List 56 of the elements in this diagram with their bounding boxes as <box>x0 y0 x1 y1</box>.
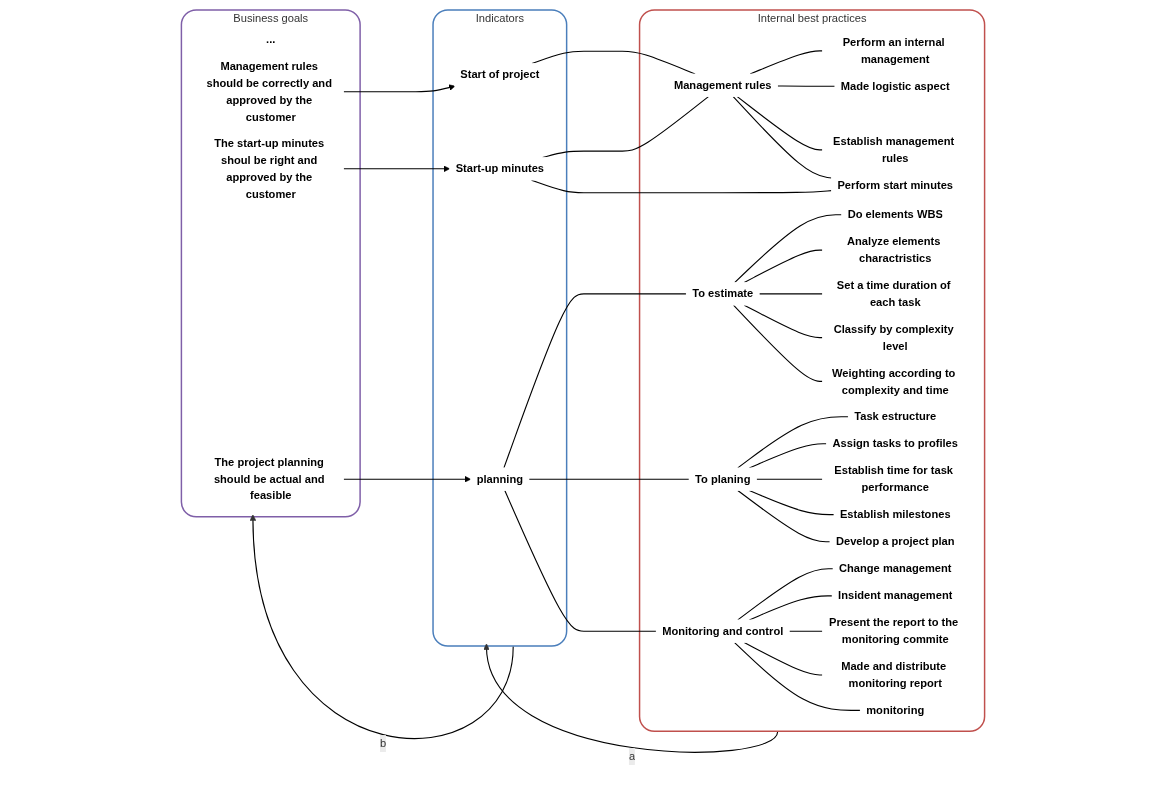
node-text: Develop a project plan <box>835 534 955 548</box>
connector <box>737 489 831 543</box>
connector <box>743 642 824 676</box>
node-text: The project planning should be actual and feasible <box>213 455 325 502</box>
node-text: The start-up minutes shoul be right and approved by the customer <box>214 136 325 200</box>
connector <box>776 85 836 87</box>
node-text: Do elements WBS <box>847 207 943 221</box>
connector <box>528 478 690 480</box>
arrow <box>342 84 456 93</box>
connector <box>737 568 834 621</box>
node-text: Made logistic aspect <box>840 79 950 93</box>
connector <box>748 489 835 516</box>
connector <box>734 642 861 711</box>
node-text: monitoring <box>866 703 925 717</box>
node-text: Made and distribute monitoring report <box>841 659 947 690</box>
connector <box>788 630 824 632</box>
node-text: Assign tasks to profiles <box>832 436 958 450</box>
node-text: Perform an internal management <box>842 35 945 65</box>
node-text: Start-up minutes <box>455 161 545 175</box>
node-text: Perform start minutes <box>837 178 954 192</box>
arrow <box>342 475 472 483</box>
connector <box>743 249 824 284</box>
connector <box>504 489 657 632</box>
node-text: Insident management <box>838 588 953 602</box>
node-text: Weighting according to complexity and time <box>832 366 956 396</box>
node-text: Establish time for task performance <box>834 464 954 494</box>
node-text: planning <box>476 472 524 485</box>
arrow <box>483 643 779 753</box>
node-text: Management rules should be correctly and approved by the customer <box>206 59 332 123</box>
node-text: ... <box>266 32 276 46</box>
node-text: Present the report to the monitoring commite <box>829 616 959 646</box>
node-text: Start of project <box>460 67 540 81</box>
connector <box>755 478 824 480</box>
node-text: Management rules <box>673 78 772 92</box>
connector <box>734 214 843 284</box>
node-text: Analyze elements charactristics <box>847 234 941 265</box>
arrow <box>342 165 450 173</box>
node-text: Establish milestones <box>839 507 951 521</box>
node-text: Establish management rules <box>833 134 955 164</box>
node-text: Change management <box>839 561 952 575</box>
connector <box>743 304 824 339</box>
connector <box>736 96 824 151</box>
connector <box>737 416 849 469</box>
connector <box>732 304 824 382</box>
node-text: To planing <box>695 472 751 485</box>
arrow <box>249 514 514 740</box>
connector <box>503 293 687 469</box>
node-text: Classify by complexity level <box>833 322 954 352</box>
edge-label: b <box>379 736 387 750</box>
node-text: To estimate <box>692 286 754 300</box>
node-text: Task estructure <box>854 409 937 423</box>
node-text: Set a time duration of each task <box>836 278 951 308</box>
edge-label: a <box>628 749 636 763</box>
node-text: Monitoring and control <box>662 624 784 637</box>
connector <box>732 96 833 179</box>
connector <box>758 293 824 295</box>
